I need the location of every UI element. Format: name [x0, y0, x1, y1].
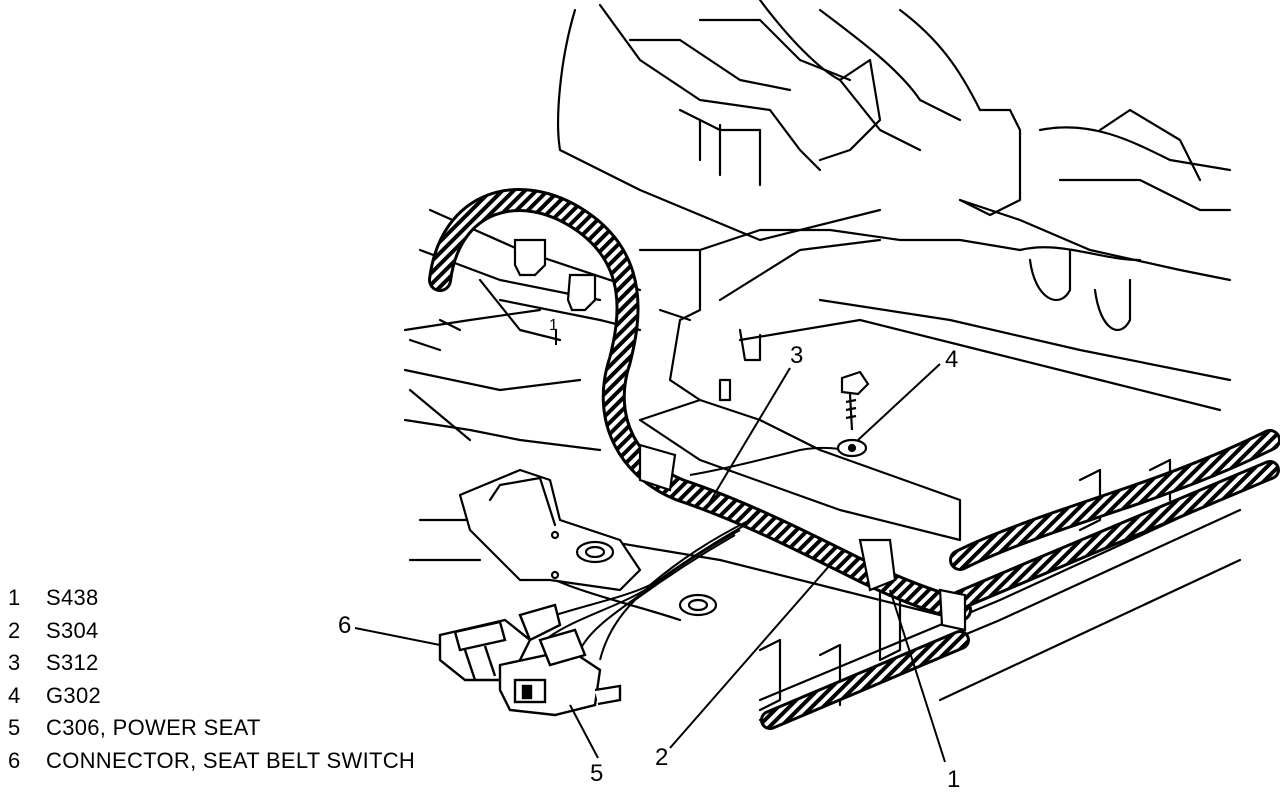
- callout-1: 1: [947, 766, 961, 793]
- legend-number: 3: [8, 650, 21, 675]
- legend-text: S312: [46, 650, 99, 675]
- callout-1-small: 1: [549, 317, 558, 334]
- legend-number: 5: [8, 715, 21, 740]
- legend-text: C306, POWER SEAT: [46, 715, 261, 740]
- callout-3: 3: [790, 342, 804, 369]
- right-harness: [760, 429, 1280, 730]
- legend-number: 2: [8, 617, 21, 643]
- legend-text: S438: [46, 585, 99, 610]
- callout-leaders: [354, 330, 946, 763]
- legend-text: S304: [46, 617, 99, 643]
- legend-item: 1 S438: [8, 582, 415, 615]
- branch-wires: [529, 446, 861, 661]
- callout-6: 6: [338, 612, 352, 639]
- legend-text: G302: [46, 682, 102, 708]
- legend-number: 6: [8, 747, 21, 773]
- legend-item: 3 S312: [8, 647, 415, 680]
- main-harness-loop: [428, 188, 972, 622]
- seat-bracket: [458, 468, 718, 617]
- legend: 1 S438 2 S304 3 S312 4 G302 5 C306, POWER SEA…: [8, 582, 415, 777]
- legend-number: 1: [8, 585, 21, 610]
- callout-2: 2: [655, 744, 669, 771]
- legend-item: 4 G302: [8, 680, 415, 713]
- legend-text: CONNECTOR, SEAT BELT SWITCH: [46, 747, 416, 773]
- floor-pan: [557, 0, 1232, 412]
- callout-5: 5: [590, 760, 604, 787]
- callout-4: 4: [945, 346, 959, 373]
- legend-number: 4: [8, 682, 21, 708]
- legend-item: 2 S304: [8, 615, 415, 648]
- power-seat-connector: [498, 628, 622, 717]
- harness-clips: [513, 238, 967, 632]
- legend-item: 6 CONNECTOR, SEAT BELT SWITCH: [8, 745, 415, 778]
- ground-bolt-g302: [836, 370, 870, 458]
- legend-item: 5 C306, POWER SEAT: [8, 712, 415, 745]
- center-bracket: [638, 248, 962, 542]
